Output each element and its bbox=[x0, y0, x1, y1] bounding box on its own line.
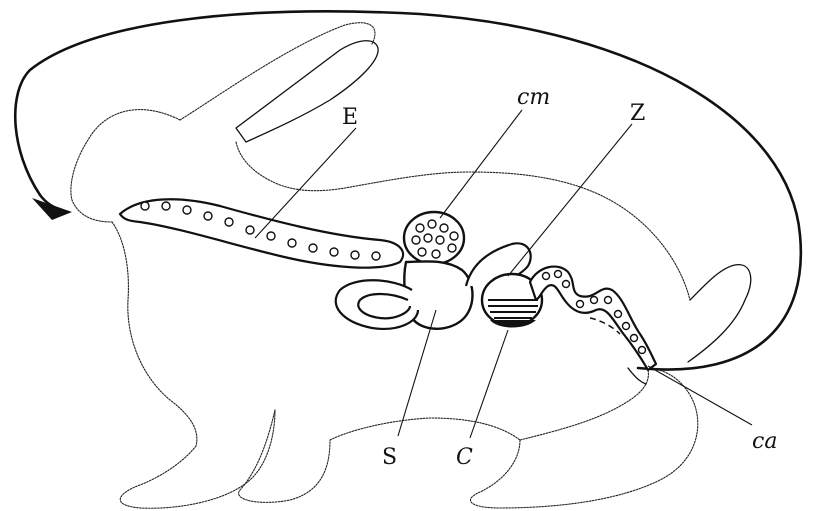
leader-z bbox=[508, 124, 632, 276]
thigh-contour bbox=[520, 370, 648, 440]
leader-s bbox=[398, 310, 436, 436]
label-s: S bbox=[382, 445, 397, 470]
hindleg bbox=[470, 368, 697, 508]
leader-ca bbox=[648, 366, 752, 425]
label-cm: cm bbox=[517, 85, 550, 110]
leader-cm bbox=[440, 110, 522, 218]
leader-c bbox=[470, 330, 508, 438]
hock-line bbox=[628, 368, 646, 384]
label-ca: ca bbox=[752, 429, 777, 454]
caecum-bottom-fill bbox=[490, 320, 536, 328]
tail bbox=[688, 265, 751, 362]
foreleg bbox=[120, 410, 275, 508]
label-z: Z bbox=[630, 101, 645, 126]
arrowhead-icon bbox=[32, 198, 72, 220]
intestine-loop-inner bbox=[358, 294, 410, 318]
label-c: C bbox=[456, 445, 473, 470]
belly-line bbox=[330, 418, 520, 440]
leader-e bbox=[255, 128, 356, 238]
chest-line bbox=[112, 222, 197, 446]
digestive-tract bbox=[120, 199, 656, 370]
label-e: E bbox=[342, 105, 358, 130]
esophagus bbox=[120, 199, 403, 267]
foreleg-rear bbox=[239, 410, 330, 502]
